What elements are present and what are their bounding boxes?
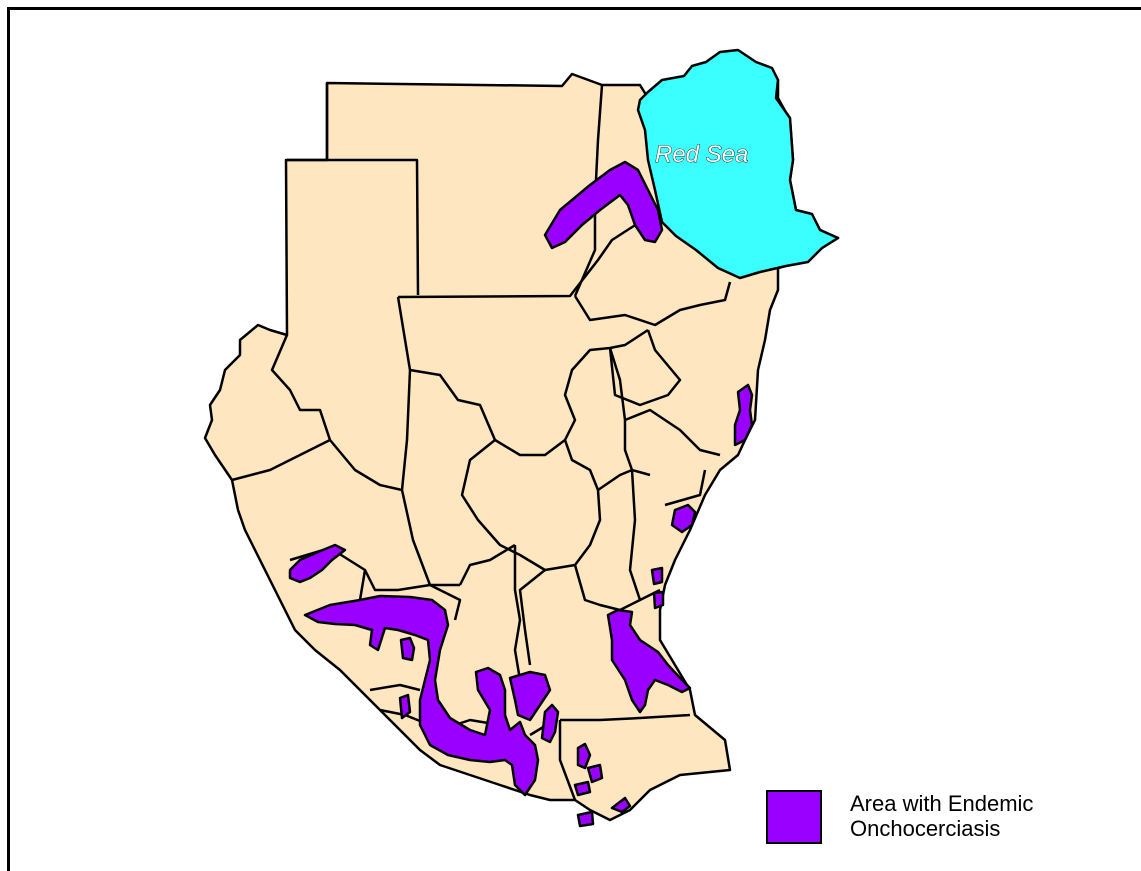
red-sea-region [636, 48, 840, 280]
endemic-area [543, 160, 664, 250]
endemic-area [652, 590, 665, 610]
map-frame [7, 7, 1141, 871]
endemic-area [540, 703, 560, 744]
endemic-area [508, 670, 552, 722]
endemic-area [733, 383, 754, 447]
endemic-area [288, 543, 347, 584]
legend-label: Area with Endemic Onchocerciasis [850, 791, 1034, 841]
endemic-area [610, 796, 632, 814]
endemic-area [650, 566, 664, 586]
endemic-areas [288, 160, 754, 828]
endemic-area [576, 742, 592, 770]
endemic-area [303, 594, 540, 797]
legend-swatch [766, 790, 822, 844]
endemic-area [573, 780, 592, 797]
red-sea-label: Red Sea [655, 141, 748, 168]
endemic-area [670, 503, 697, 534]
endemic-area [399, 636, 416, 662]
endemic-area [576, 810, 595, 828]
endemic-area [398, 693, 412, 720]
endemic-area [606, 608, 692, 714]
endemic-area [586, 763, 604, 784]
state-borders [231, 83, 732, 801]
